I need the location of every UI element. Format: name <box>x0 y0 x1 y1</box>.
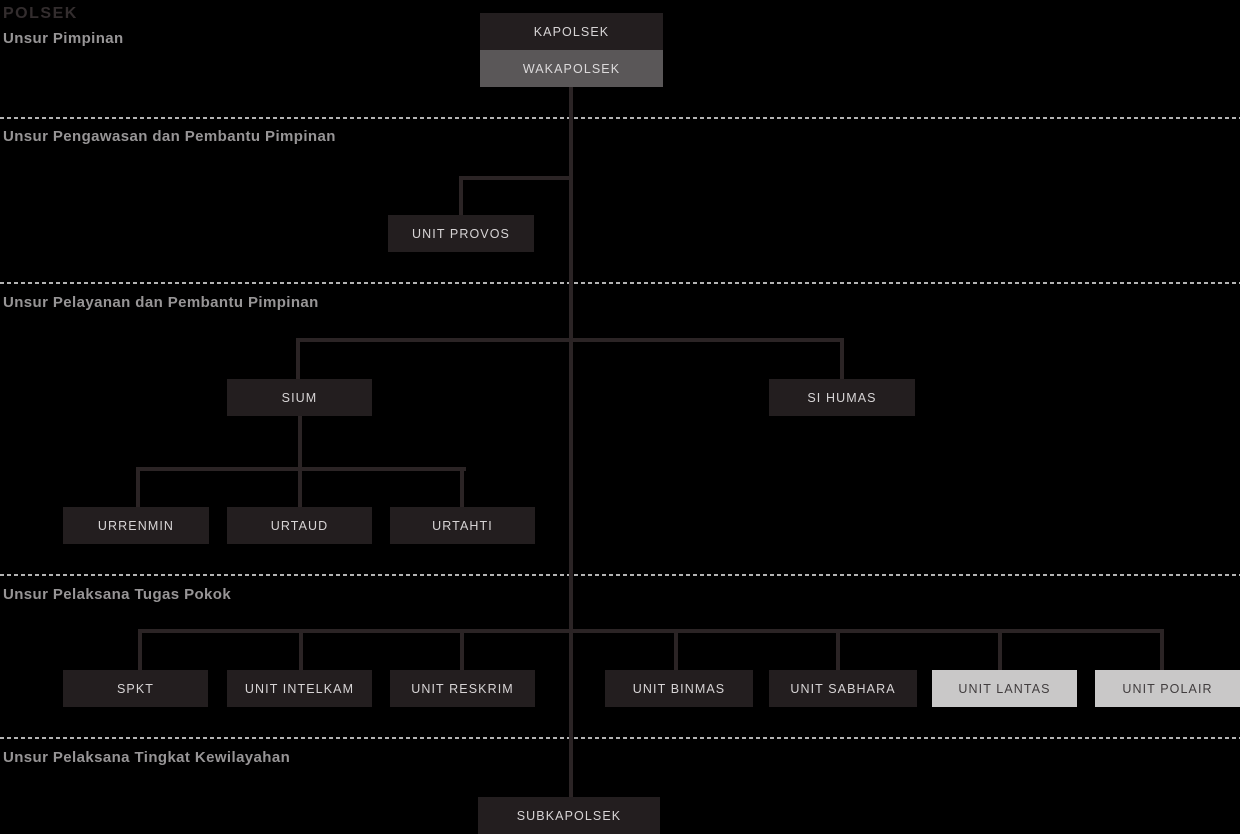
connector-spkt-drop <box>138 629 142 670</box>
connector-unit-sabhara-drop <box>836 629 840 670</box>
connector-sium-drop <box>296 338 300 379</box>
connector-unit-lantas-drop <box>998 629 1002 670</box>
org-node-kapolsek: KAPOLSEK <box>480 13 663 50</box>
org-node-unit-polair: UNIT POLAIR <box>1095 670 1240 707</box>
section-divider-pelaksana-tugas-pokok <box>0 574 1240 576</box>
org-node-unit-binmas: UNIT BINMAS <box>605 670 753 707</box>
section-header-pimpinan: Unsur Pimpinan <box>3 30 124 47</box>
org-node-unit-provos: UNIT PROVOS <box>388 215 534 252</box>
org-node-unit-lantas: UNIT LANTAS <box>932 670 1077 707</box>
org-node-urtaud: URTAUD <box>227 507 372 544</box>
connector-sium-down <box>298 416 302 507</box>
section-header-pelayanan: Unsur Pelayanan dan Pembantu Pimpinan <box>3 294 319 311</box>
section-header-pengawasan: Unsur Pengawasan dan Pembantu Pimpinan <box>3 128 336 145</box>
section-header-pelaksana-tingkat-kewilayahan: Unsur Pelaksana Tingkat Kewilayahan <box>3 749 291 766</box>
connector-unit-row-h <box>138 629 1164 633</box>
section-divider-pelayanan <box>0 282 1240 284</box>
connector-provos-branch-v <box>459 176 463 215</box>
connector-urrenmin-drop <box>136 467 140 507</box>
org-node-unit-sabhara: UNIT SABHARA <box>769 670 917 707</box>
org-node-unit-reskrim: UNIT RESKRIM <box>390 670 535 707</box>
org-node-sium: SIUM <box>227 379 372 416</box>
section-header-pelaksana-tugas-pokok: Unsur Pelaksana Tugas Pokok <box>3 586 232 603</box>
org-node-unit-intelkam: UNIT INTELKAM <box>227 670 372 707</box>
connector-unit-intelkam-drop <box>299 629 303 670</box>
connector-unit-binmas-drop <box>674 629 678 670</box>
connector-main-trunk <box>569 87 573 797</box>
connector-si-humas-drop <box>840 338 844 379</box>
connector-provos-branch-h <box>459 176 571 180</box>
section-divider-pelaksana-tingkat-kewilayahan <box>0 737 1240 739</box>
org-node-urrenmin: URRENMIN <box>63 507 209 544</box>
connector-unit-polair-drop <box>1160 629 1164 670</box>
org-node-wakapolsek: WAKAPOLSEK <box>480 50 663 87</box>
org-node-subkapolsek: SUBKAPOLSEK <box>478 797 660 834</box>
connector-row3-branch-h <box>296 338 844 342</box>
org-node-urtahti: URTAHTI <box>390 507 535 544</box>
org-node-spkt: SPKT <box>63 670 208 707</box>
section-divider-pengawasan <box>0 117 1240 119</box>
page-title: POLSEK <box>3 5 78 22</box>
connector-ur-row-h <box>136 467 466 471</box>
connector-unit-reskrim-drop <box>460 629 464 670</box>
org-node-si-humas: SI HUMAS <box>769 379 915 416</box>
connector-urtahti-drop <box>460 467 464 507</box>
